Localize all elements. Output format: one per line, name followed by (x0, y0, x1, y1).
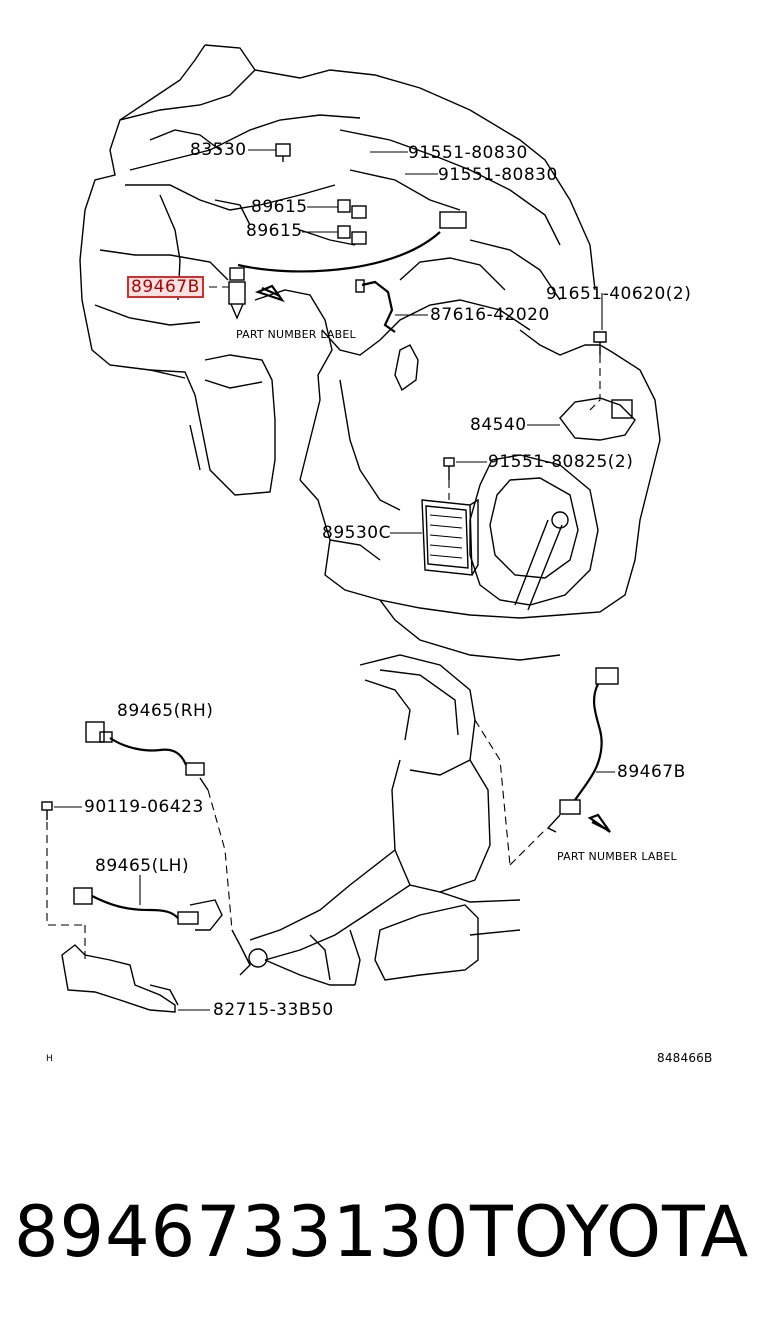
label-91651-40620: 91651-40620(2) (546, 284, 692, 304)
part-90119-bolt (41, 801, 85, 926)
label-83530: 83530 (190, 140, 247, 160)
part-84540-switch (559, 397, 636, 441)
label-90119-06423: 90119-06423 (84, 797, 204, 817)
label-89465-lh: 89465(LH) (95, 856, 190, 876)
part-number-label-top: PART NUMBER LABEL (236, 328, 356, 341)
corner-mark: H (46, 1054, 53, 1064)
label-84540: 84540 (470, 415, 527, 435)
label-89467B-highlighted[interactable]: 89467B (127, 276, 204, 298)
part-89530C-ecu (421, 498, 479, 576)
label-89467B: 89467B (617, 762, 686, 782)
diagram-id: 848466B (657, 1051, 713, 1065)
part-82715-bracket (61, 925, 210, 1013)
part-91651-bolt (589, 331, 607, 411)
part-bolt-91551-80825 (443, 457, 455, 500)
footer-brand: TOYOTA (470, 1191, 750, 1273)
part-89465-lh-sensor (73, 875, 223, 931)
part-89615-sensors (337, 199, 367, 245)
part-83530-sensor (275, 143, 291, 162)
leader-lines-upper (196, 149, 603, 534)
footer-part-number: 8946733130 (14, 1191, 470, 1273)
part-89467B-lower-sensor (474, 667, 619, 866)
label-89465-rh: 89465(RH) (117, 701, 214, 721)
label-91551-80825: 91551-80825(2) (488, 452, 634, 472)
part-number-label-bottom: PART NUMBER LABEL (557, 850, 677, 863)
engine-assembly-drawing (79, 44, 661, 661)
label-91551-80830-a: 91551-80830 (408, 143, 528, 163)
exhaust-assembly-drawing (231, 654, 521, 986)
label-91551-80830-b: 91551-80830 (438, 165, 558, 185)
label-89530C: 89530C (322, 523, 391, 543)
part-87616-wire (355, 279, 396, 333)
label-89615-b: 89615 (246, 221, 303, 241)
parts-diagram (41, 44, 661, 1013)
label-87616-42020: 87616-42020 (430, 305, 550, 325)
part-89467B-upper-sensor (228, 211, 467, 320)
label-82715-33B50: 82715-33B50 (213, 1000, 334, 1020)
label-89615-a: 89615 (251, 197, 308, 217)
part-89465-rh-sensor (85, 721, 233, 931)
